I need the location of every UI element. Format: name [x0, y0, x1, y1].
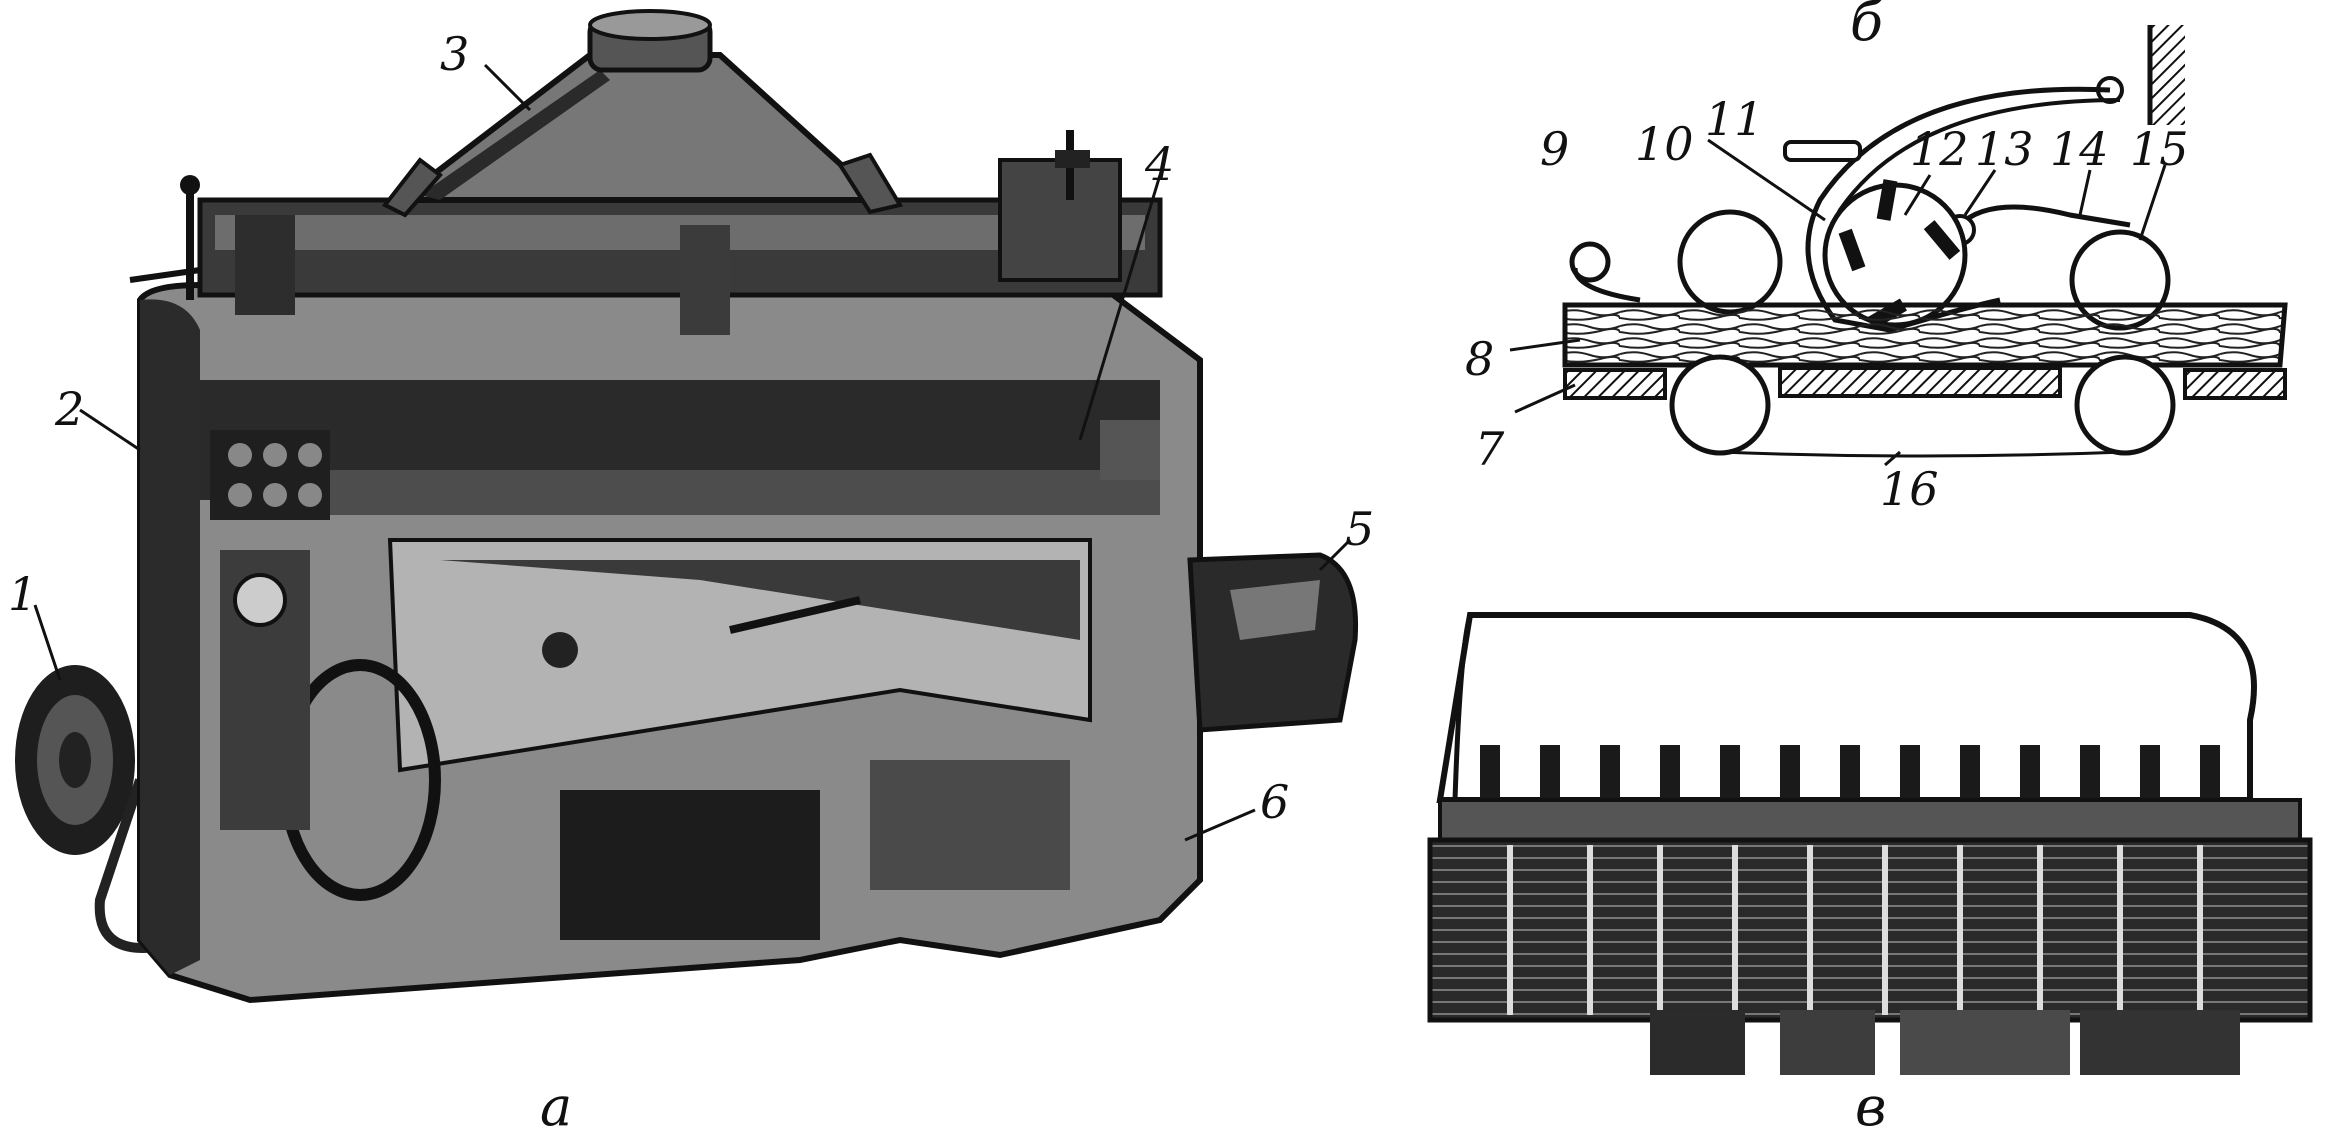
label-14: 14 [2050, 122, 2109, 176]
label-8: 8 [1465, 332, 1494, 386]
label-4: 4 [1144, 137, 1174, 191]
label-13: 13 [1975, 122, 2034, 176]
label-7: 7 [1475, 422, 1505, 476]
label-11: 11 [1705, 92, 1764, 146]
sectional-roller-photo [1427, 612, 2313, 1075]
feed-roller [1677, 209, 1783, 315]
label-3: 3 [440, 27, 469, 81]
label-6: 6 [1260, 775, 1289, 829]
caption-b: б [1850, 0, 1884, 53]
label-5: 5 [1345, 502, 1374, 556]
motor-pulley [15, 665, 171, 953]
caption-a: а [540, 1075, 572, 1136]
workpiece [1562, 302, 2288, 368]
label-10: 10 [1635, 117, 1694, 171]
side-frame [140, 299, 200, 975]
label-1: 1 [8, 567, 37, 621]
label-16: 16 [1880, 462, 1939, 516]
label-12: 12 [1910, 122, 1969, 176]
label-15: 15 [2130, 122, 2189, 176]
label-2: 2 [54, 382, 84, 436]
feed-motor [1187, 552, 1359, 733]
caption-c: в [1855, 1075, 1886, 1136]
machine-photo [15, 9, 1359, 1004]
label-9: 9 [1540, 122, 1569, 176]
panel-a-labels [33, 63, 1352, 842]
feed-scheme [1562, 25, 2288, 458]
dust-hood [391, 52, 888, 203]
panel-b-labels [1509, 138, 2167, 467]
